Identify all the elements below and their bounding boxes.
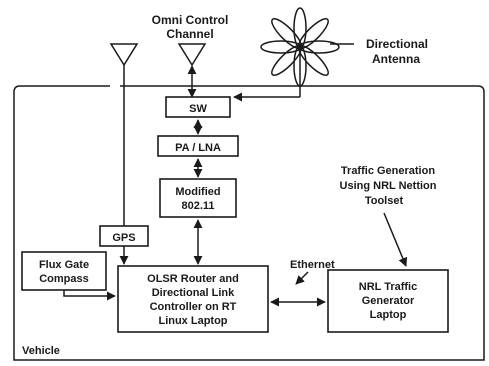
omni-label-line1: Omni Control	[152, 13, 229, 27]
modified-80211-box	[159, 178, 237, 218]
traffic-generation-arrow	[383, 212, 408, 267]
traffic-label-line2: Using NRL Nettion	[340, 180, 437, 192]
olsr-label-line4: Linux Laptop	[158, 315, 227, 327]
directional-label-line1: Directional	[366, 37, 428, 51]
olsr-label-line1: OLSR Router and	[147, 273, 239, 285]
flux-label-line2: Compass	[39, 273, 89, 285]
pa-lna-label: PA / LNA	[175, 142, 221, 154]
directional-label-line2: Antenna	[372, 52, 420, 66]
omni-label-line2: Channel	[166, 27, 213, 41]
flux-gate-compass-box	[21, 251, 107, 291]
directional-antenna-icon	[260, 7, 340, 97]
traffic-label-line3: Toolset	[365, 195, 404, 207]
nrl-label-line2: Generator	[362, 295, 415, 307]
olsr-router-box	[117, 265, 269, 333]
gps-antenna-icon	[109, 43, 139, 228]
nrl-traffic-generator-box	[327, 269, 449, 333]
pa-lna-box	[157, 135, 239, 157]
vehicle-label: Vehicle	[22, 345, 60, 357]
flux-olsr-link	[63, 290, 116, 301]
sw-label: SW	[189, 103, 207, 115]
ethernet-label: Ethernet	[290, 259, 335, 271]
omni-antenna-icon	[177, 43, 207, 98]
modified-label-line1: Modified	[175, 186, 220, 198]
nrl-label-line1: NRL Traffic	[359, 281, 417, 293]
ethernet-callout	[295, 271, 309, 285]
gps-label: GPS	[112, 232, 135, 244]
olsr-label-line2: Directional Link	[152, 287, 235, 299]
sw-box	[165, 96, 231, 118]
flux-label-line1: Flux Gate	[39, 259, 89, 271]
traffic-label-line1: Traffic Generation	[341, 165, 435, 177]
modified-label-line2: 802.11	[181, 200, 214, 212]
vehicle-boundary	[13, 85, 485, 361]
olsr-label-line3: Controller on RT	[150, 301, 237, 313]
nrl-label-line3: Laptop	[370, 309, 407, 321]
